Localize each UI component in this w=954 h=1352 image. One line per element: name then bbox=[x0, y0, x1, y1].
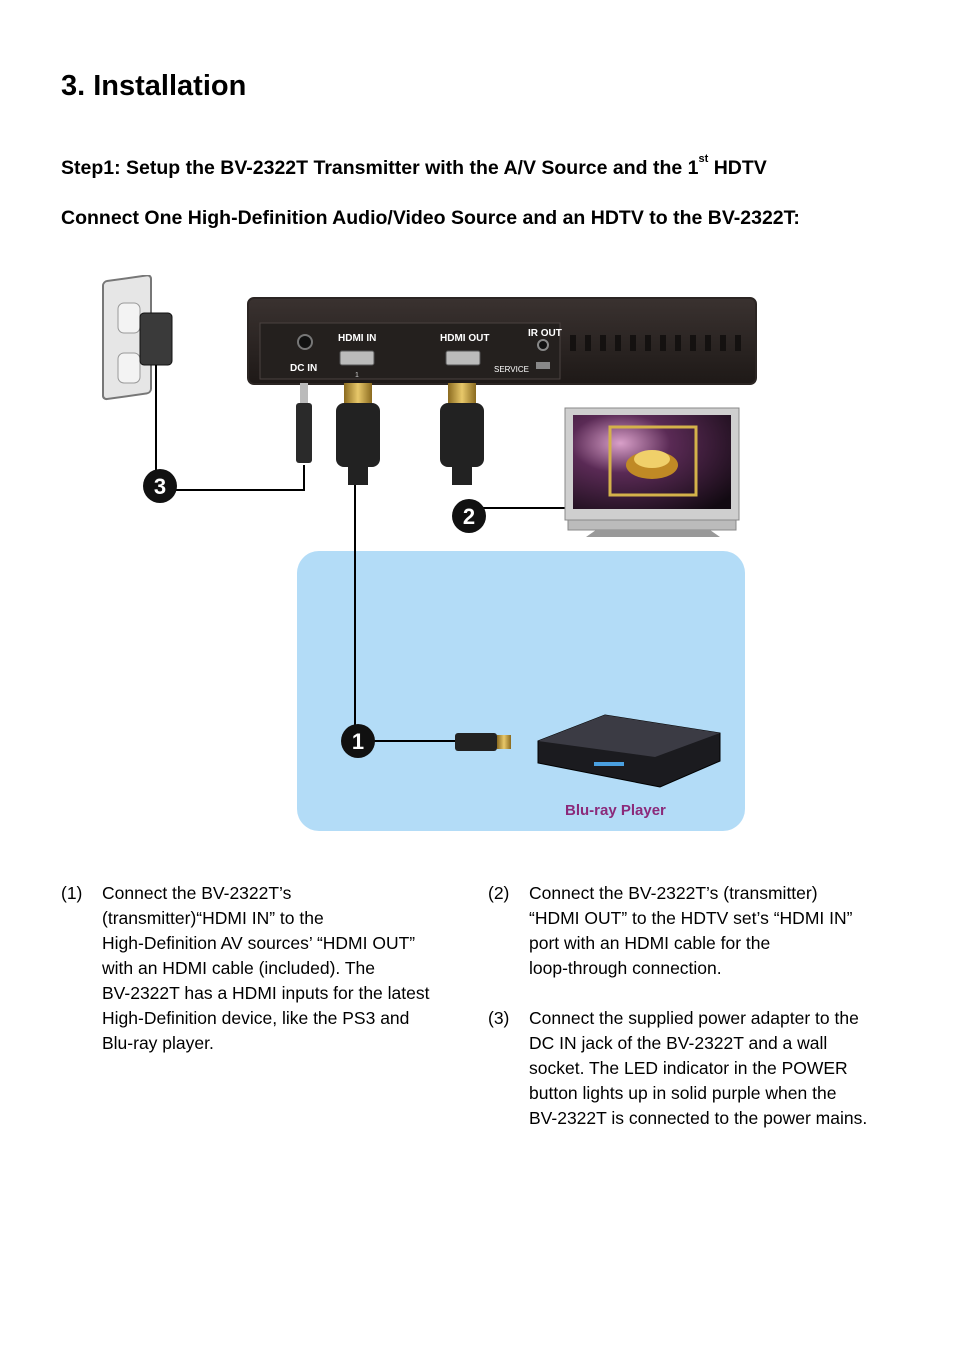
step-text: Connect the BV-2322T’s (transmitter)“HDM… bbox=[102, 881, 471, 1056]
step-text: Connect the BV-2322T’s (transmitter) “HD… bbox=[529, 881, 908, 981]
bluray-hdmi-plug bbox=[455, 733, 511, 751]
step1-heading-sup: st bbox=[698, 153, 709, 165]
marker-3-label: 3 bbox=[154, 474, 166, 499]
marker-2: 2 bbox=[452, 499, 486, 533]
hdtv bbox=[564, 407, 740, 537]
installation-diagram: DC IN HDMI IN 1 HDMI OUT IR OUT SERVICE bbox=[102, 275, 757, 831]
hdmi-out-label: HDMI OUT bbox=[440, 333, 489, 344]
hdmi-cable-in bbox=[336, 383, 380, 485]
step-line: High-Definition device, like the PS3 and bbox=[102, 1008, 410, 1028]
step-number: (2) bbox=[488, 883, 510, 903]
step-line: with an HDMI cable (included). The bbox=[102, 958, 375, 978]
step-line: Blu-ray player. bbox=[102, 1033, 214, 1053]
step-item-2: (2) Connect the BV-2322T’s (transmitter)… bbox=[488, 881, 908, 981]
step-number: (3) bbox=[488, 1008, 510, 1028]
step-line: “HDMI OUT” to the HDTV set’s “HDMI IN” bbox=[529, 908, 853, 928]
bluray-label: Blu-ray Player bbox=[565, 802, 666, 819]
dc-in-label: DC IN bbox=[290, 363, 317, 374]
step-text: Connect the supplied power adapter to th… bbox=[529, 1006, 908, 1131]
marker-1: 1 bbox=[341, 724, 375, 758]
marker-1-label: 1 bbox=[352, 729, 364, 754]
step-number: (1) bbox=[61, 883, 83, 903]
step-line: Connect the BV-2322T’s (transmitter) bbox=[529, 883, 818, 903]
step-item-3: (3) Connect the supplied power adapter t… bbox=[488, 1006, 908, 1131]
service-label: SERVICE bbox=[494, 365, 529, 374]
hdmi-in-label: HDMI IN bbox=[338, 333, 376, 344]
step-line: BV-2322T has a HDMI inputs for the lates… bbox=[102, 983, 430, 1003]
page-title: 3. Installation bbox=[61, 70, 247, 102]
hdmi-in-number: 1 bbox=[355, 372, 359, 379]
step1-heading-suffix: HDTV bbox=[708, 157, 767, 179]
step-line: socket. The LED indicator in the POWER bbox=[529, 1058, 848, 1078]
marker-3: 3 bbox=[143, 469, 177, 503]
step1-heading: Step1: Setup the BV-2322T Transmitter wi… bbox=[61, 153, 767, 180]
step-line: DC IN jack of the BV-2322T and a wall bbox=[529, 1033, 828, 1053]
ir-out-label: IR OUT bbox=[528, 328, 562, 339]
step-line: loop-through connection. bbox=[529, 958, 722, 978]
steps-right-column: (2) Connect the BV-2322T’s (transmitter)… bbox=[488, 881, 908, 1131]
step-line: BV-2322T is connected to the power mains… bbox=[529, 1108, 868, 1128]
steps-left-column: (1) Connect the BV-2322T’s (transmitter)… bbox=[61, 881, 471, 1056]
dc-plug bbox=[296, 383, 312, 463]
step1-heading-text: Step1: Setup the BV-2322T Transmitter wi… bbox=[61, 157, 699, 179]
wall-socket bbox=[102, 275, 173, 401]
step-line: Connect the supplied power adapter to th… bbox=[529, 1008, 859, 1028]
step-line: button lights up in solid purple when th… bbox=[529, 1083, 837, 1103]
connect-subheading: Connect One High-Definition Audio/Video … bbox=[61, 207, 800, 229]
step-line: port with an HDMI cable for the bbox=[529, 933, 771, 953]
bluray-player bbox=[537, 714, 721, 788]
step-line: Connect the BV-2322T’s bbox=[102, 883, 292, 903]
bluray-panel bbox=[297, 551, 745, 831]
step-line: High-Definition AV sources’ “HDMI OUT” bbox=[102, 933, 416, 953]
step-item-1: (1) Connect the BV-2322T’s (transmitter)… bbox=[61, 881, 471, 1056]
step-line: (transmitter)“HDMI IN” to the bbox=[102, 908, 324, 928]
transmitter-device: DC IN HDMI IN 1 HDMI OUT IR OUT SERVICE bbox=[247, 297, 757, 385]
hdmi-cable-out bbox=[440, 383, 484, 485]
power-adapter bbox=[139, 312, 173, 366]
marker-2-label: 2 bbox=[463, 504, 475, 529]
